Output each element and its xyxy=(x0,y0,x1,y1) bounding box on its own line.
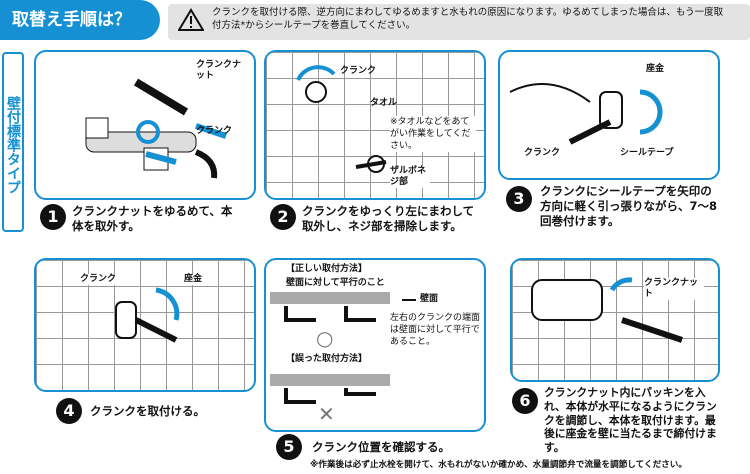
step-4-panel: クランク 座金 xyxy=(34,258,256,392)
label-thread: ザルボネジ部 xyxy=(390,166,430,188)
step-5-illustration xyxy=(270,292,416,404)
label-wall: 壁面 xyxy=(420,294,439,304)
step-6-illustration xyxy=(531,277,683,343)
warning-text: クランクを取付ける際、逆方向にまわしてゆるめますと水もれの原因になります。ゆるめ… xyxy=(212,7,724,31)
ok-mark: ○ xyxy=(316,326,334,350)
label-crank-nut: クランクナット xyxy=(196,60,242,81)
label-crank: クランク xyxy=(340,66,377,76)
wrong-title: 【誤った取付方法】 xyxy=(286,354,368,364)
step-3-panel: 座金 クランク シールテープ xyxy=(498,50,720,180)
step-5-number: 5 xyxy=(276,434,302,460)
step-2-panel: クランク タオル ※タオルなどをあてがい作業をしてください。 ザルボネジ部 xyxy=(264,50,486,200)
step-1-panel: クランクナット クランク xyxy=(34,50,256,200)
step-3-caption: クランクにシールテープを矢印の方向に軽く引っ張りながら、7〜8回巻付けます。 xyxy=(540,184,718,228)
step-1-number: 1 xyxy=(40,204,66,230)
step-5-caption: クランク位置を確認する。 xyxy=(312,440,450,454)
towel-note: ※タオルなどをあてがい作業をしてください。 xyxy=(390,116,476,152)
step-6-panel: クランクナット xyxy=(510,258,720,382)
step-6-number: 6 xyxy=(512,388,538,414)
label-crank-nut: クランクナット xyxy=(644,278,704,300)
ng-mark: ✕ xyxy=(318,402,335,426)
step-3-illustration xyxy=(509,83,663,145)
step-5-panel: 【正しい取付方法】 壁面に対して平行のこと 壁面 左右のクランクの端面は壁面に対… xyxy=(264,258,486,432)
label-washer: 座金 xyxy=(184,274,203,285)
label-crank: クランク xyxy=(80,274,117,285)
step-3-number: 3 xyxy=(506,186,532,212)
step-4-number: 4 xyxy=(56,398,82,424)
correct-title: 【正しい取付方法】 xyxy=(286,264,368,274)
label-seal-tape: シールテープ xyxy=(620,148,674,158)
label-washer: 座金 xyxy=(646,64,665,74)
side-label: 壁付標準タイプ xyxy=(2,52,24,232)
step-2-illustration xyxy=(296,65,387,173)
step-2-number: 2 xyxy=(270,204,296,230)
label-crank: クランク xyxy=(196,126,233,136)
step-1-illustration xyxy=(85,78,227,179)
step-2-caption: クランクをゆっくり左にまわして取外し、ネジ部を掃除します。 xyxy=(302,204,475,233)
page-title: 取替え手順は？ xyxy=(0,0,160,40)
step-1-caption: クランクナットをゆるめて、本体を取外す。 xyxy=(72,204,233,233)
step-4-illustration xyxy=(115,287,180,343)
step-6-caption: クランクナット内にパッキンを入れ、本体が水平になるようにクランクを調節し、本体を… xyxy=(544,386,717,455)
warning-box xyxy=(168,4,750,40)
explain-text: 左右のクランクの端面は壁面に対して平行であること。 xyxy=(390,313,481,347)
label-towel: タオル xyxy=(370,98,398,108)
footer-note: ※作業後は必ず止水栓を開けて、水もれがないか確かめ、水量調節弁で流量を調節してく… xyxy=(310,460,687,470)
label-crank: クランク xyxy=(524,148,561,158)
warning-icon xyxy=(178,8,204,31)
step-4-caption: クランクを取付ける。 xyxy=(90,404,205,418)
correct-sub: 壁面に対して平行のこと xyxy=(286,278,385,288)
